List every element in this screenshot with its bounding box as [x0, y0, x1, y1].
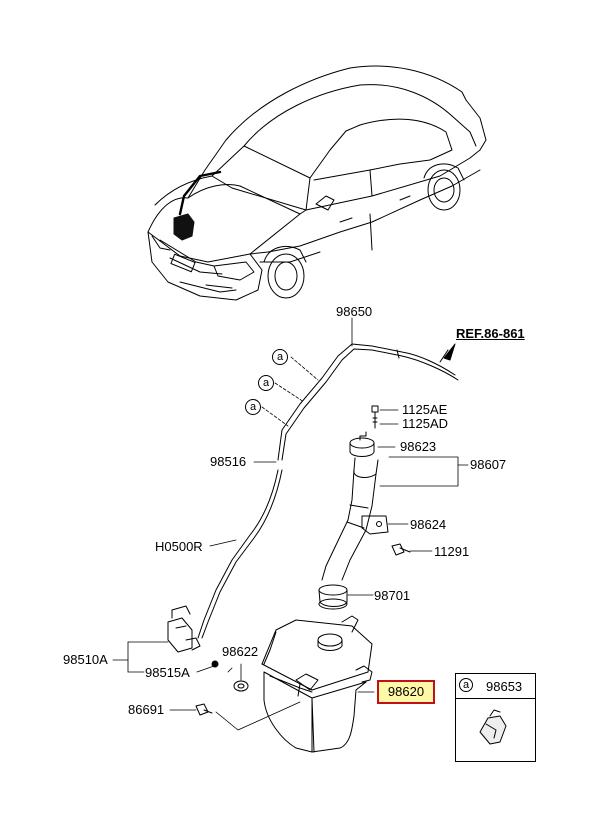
label-98510a[interactable]: 98510A: [63, 652, 108, 667]
leader-lines: [112, 317, 469, 731]
car-reservoir-mark: [173, 213, 195, 241]
label-11291[interactable]: 11291: [434, 544, 470, 559]
clip-98515a: [211, 660, 219, 668]
label-98620-highlighted[interactable]: 98620: [377, 680, 435, 704]
filler-neck: [318, 431, 389, 610]
callout-a-2: a: [258, 375, 274, 391]
label-98516[interactable]: 98516: [210, 454, 247, 469]
ref-label[interactable]: REF.86-861: [456, 326, 525, 341]
reservoir-tank: [261, 615, 373, 753]
callout-a-3: a: [245, 399, 261, 415]
label-h0500r[interactable]: H0500R: [155, 539, 203, 554]
car-illustration: [147, 65, 487, 301]
label-86691[interactable]: 86691: [128, 702, 165, 717]
legend-symbol: a: [459, 678, 473, 692]
bolt-1125: [371, 405, 379, 429]
bolt-11291: [391, 543, 411, 556]
label-98650[interactable]: 98650: [336, 304, 373, 319]
screw-86691: [195, 703, 213, 716]
washer-pump: [167, 605, 201, 653]
label-98624[interactable]: 98624: [410, 517, 447, 532]
label-98607[interactable]: 98607: [470, 457, 507, 472]
legend-header: a 98653: [456, 674, 535, 699]
label-98623[interactable]: 98623: [400, 439, 437, 454]
grommet: [233, 680, 249, 692]
washer-hoses: [197, 343, 459, 639]
legend-clip-icon: [479, 709, 507, 745]
legend-part-number[interactable]: 98653: [486, 679, 523, 694]
label-1125ae[interactable]: 1125AE: [402, 402, 448, 417]
legend-box: a 98653: [455, 673, 536, 762]
callout-a-1: a: [272, 349, 288, 365]
ref-arrow: [443, 343, 456, 361]
label-98515a[interactable]: 98515A: [145, 665, 190, 680]
label-98701[interactable]: 98701: [374, 588, 411, 603]
label-98622[interactable]: 98622: [222, 644, 259, 659]
label-1125ad[interactable]: 1125AD: [402, 416, 449, 431]
